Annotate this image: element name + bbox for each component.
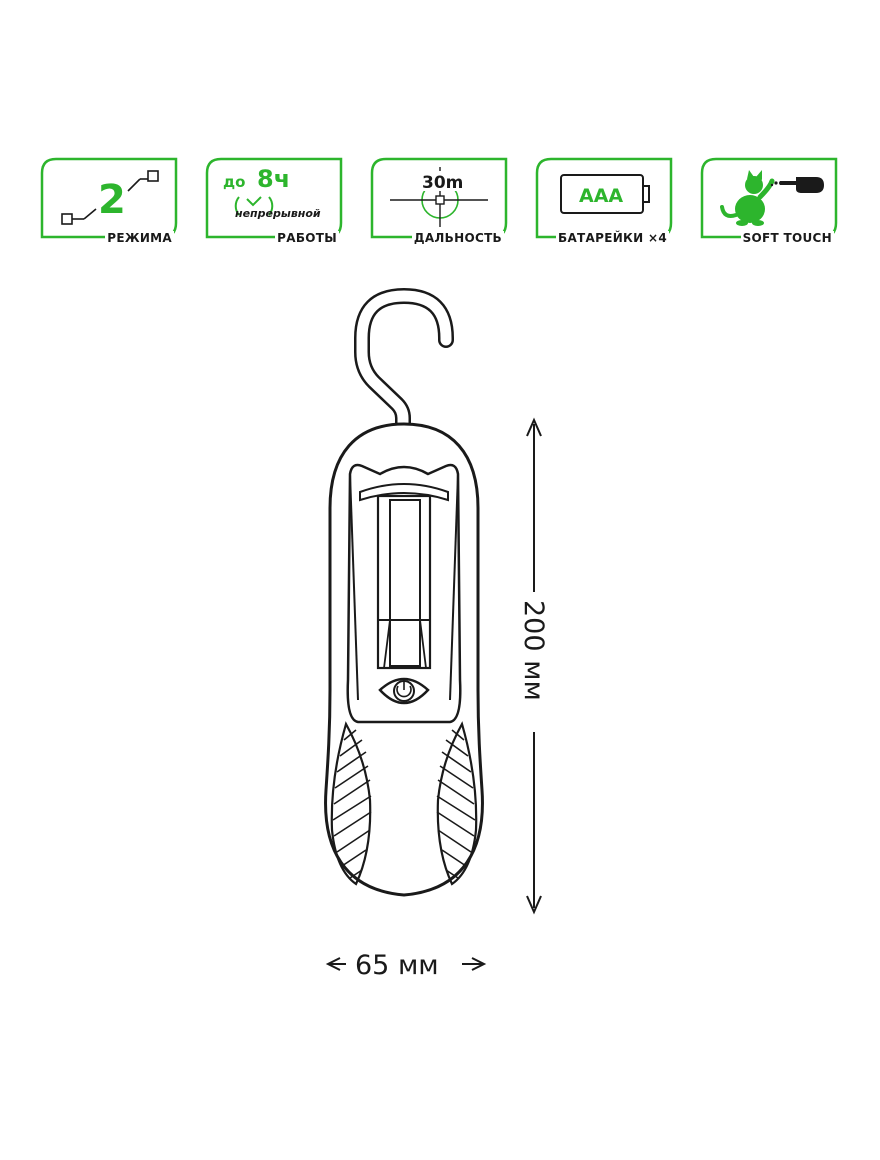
badge-caption-soft-touch: SOFT TOUCH bbox=[740, 231, 834, 245]
light-tube bbox=[359, 483, 449, 670]
badge-caption-batteries: БАТАРЕЙКИ ×4 bbox=[556, 231, 669, 245]
height-label: 200 мм bbox=[518, 600, 549, 701]
soft-touch-cat-icon bbox=[720, 170, 775, 226]
timer-icon bbox=[234, 196, 274, 216]
grip-left bbox=[330, 721, 372, 886]
runtime-hours: 8ч bbox=[257, 165, 290, 193]
battery-icon bbox=[560, 174, 650, 214]
badge-batteries: AAA БАТАРЕЙКИ ×4 bbox=[535, 157, 673, 245]
battery-type: AAA bbox=[579, 185, 623, 207]
height-dimension: 200 мм bbox=[518, 417, 549, 915]
power-button-icon bbox=[378, 677, 430, 705]
width-dimension: 65 мм bbox=[325, 950, 487, 981]
hand-icon bbox=[770, 177, 824, 193]
two-modes-icon bbox=[61, 170, 159, 225]
badge-caption-range: ДАЛЬНОСТЬ bbox=[411, 231, 504, 245]
badge-runtime: до 8ч непрерывной РАБОТЫ bbox=[205, 157, 343, 245]
range-value: 30m bbox=[422, 173, 463, 193]
badge-modes: 2 РЕЖИМА bbox=[40, 157, 178, 245]
badge-range: 30m ДАЛЬНОСТЬ bbox=[370, 157, 508, 245]
badge-frame bbox=[700, 157, 838, 239]
light-panel-frame bbox=[346, 463, 462, 724]
grip-right bbox=[436, 721, 478, 886]
runtime-sub: непрерывной bbox=[235, 207, 321, 220]
modes-count: 2 bbox=[98, 177, 126, 223]
badge-soft-touch: SOFT TOUCH bbox=[700, 157, 838, 245]
badge-caption-runtime: РАБОТЫ bbox=[275, 231, 339, 245]
badge-caption-modes: РЕЖИМА bbox=[105, 231, 174, 245]
flashlight-body bbox=[324, 422, 484, 897]
runtime-prefix: до bbox=[223, 173, 245, 191]
width-label: 65 мм bbox=[355, 950, 439, 981]
